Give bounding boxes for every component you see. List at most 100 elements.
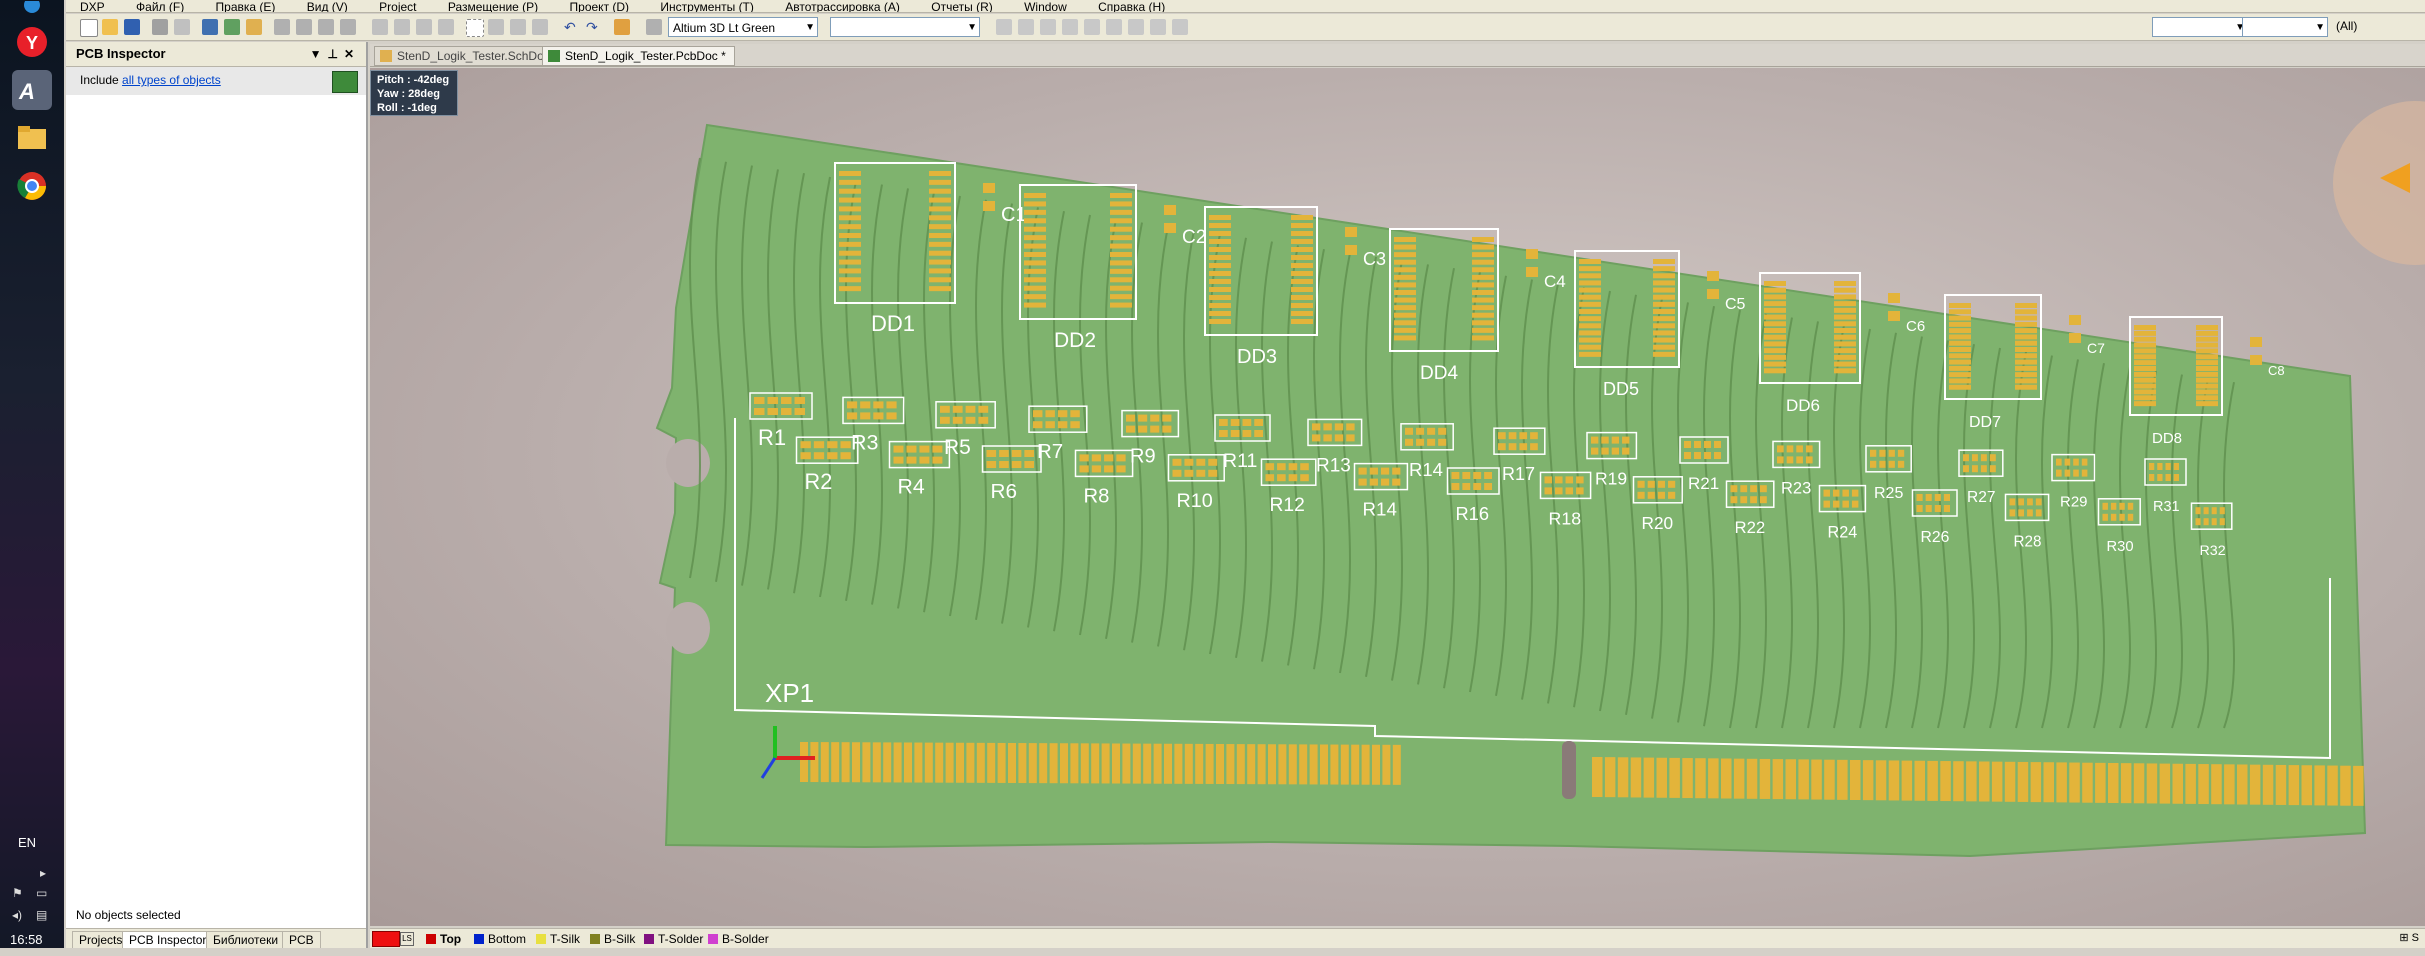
undo-icon[interactable]: ↶ bbox=[564, 19, 576, 35]
menu-item-autoroute[interactable]: Автотрассировка (A) bbox=[785, 0, 900, 13]
menu-item-design[interactable]: Проект (D) bbox=[569, 0, 630, 13]
ic-pad bbox=[1653, 294, 1675, 300]
language-indicator[interactable]: EN bbox=[18, 835, 37, 850]
move-icon[interactable] bbox=[488, 19, 504, 35]
tab-pcb-inspector[interactable]: PCB Inspector bbox=[122, 931, 214, 949]
tab-projects[interactable]: Projects bbox=[72, 931, 130, 949]
resistor-pad bbox=[1219, 419, 1228, 426]
ic-pad bbox=[1949, 347, 1971, 352]
print-preview-icon[interactable] bbox=[174, 19, 190, 35]
arc-icon[interactable] bbox=[1084, 19, 1100, 35]
clear-filter-icon[interactable] bbox=[532, 19, 548, 35]
save-icon[interactable] bbox=[124, 19, 140, 35]
ic-pad bbox=[2015, 359, 2037, 365]
tab-pcbdoc[interactable]: StenD_Logik_Tester.PcbDoc * bbox=[542, 46, 735, 66]
ic-pad bbox=[1949, 315, 1971, 321]
menu-item-project[interactable]: Project bbox=[379, 0, 417, 13]
print-icon[interactable] bbox=[152, 19, 168, 35]
interactive-route-icon[interactable] bbox=[1018, 19, 1034, 35]
include-types-link[interactable]: all types of objects bbox=[122, 73, 221, 87]
via-icon[interactable] bbox=[1062, 19, 1078, 35]
menu-item-edit[interactable]: Правка (E) bbox=[215, 0, 276, 13]
altium-designer-icon[interactable]: A bbox=[12, 70, 52, 110]
resistor-pad bbox=[1740, 496, 1748, 504]
snap-mask-icon[interactable]: ⊞ S bbox=[2399, 932, 2419, 944]
zoom-area-icon[interactable] bbox=[296, 19, 312, 35]
menu-item-dxp[interactable]: DXP bbox=[80, 0, 105, 13]
redo-icon[interactable]: ↷ bbox=[586, 19, 598, 35]
layer-filter-select[interactable]: ▼ bbox=[2152, 17, 2248, 37]
array-icon[interactable] bbox=[1172, 19, 1188, 35]
tab-schdoc[interactable]: StenD_Logik_Tester.SchDoc bbox=[374, 46, 559, 66]
menu-item-help[interactable]: Справка (H) bbox=[1098, 0, 1166, 13]
layer-tab-top[interactable]: Top bbox=[424, 931, 461, 947]
ic-pad bbox=[1834, 328, 1856, 333]
rubber-stamp-icon[interactable] bbox=[438, 19, 454, 35]
resistor-pad bbox=[1162, 414, 1172, 422]
pcb-board-render[interactable]: DD1C1DD2C2DD3C3DD4C4DD5C5DD6C6DD7C7DD8C8… bbox=[370, 68, 2425, 926]
paste-icon[interactable] bbox=[416, 19, 432, 35]
board-icon[interactable] bbox=[224, 19, 240, 35]
view-configuration-select[interactable]: Altium 3D Lt Green▼ bbox=[668, 17, 818, 37]
object-filter-label[interactable]: (All) bbox=[2336, 19, 2358, 33]
zoom-filtered-icon[interactable] bbox=[340, 19, 356, 35]
view-orb-icon[interactable] bbox=[2333, 101, 2425, 265]
fill-icon[interactable] bbox=[1106, 19, 1122, 35]
net-select[interactable]: ▼ bbox=[830, 17, 980, 37]
close-icon[interactable]: ✕ bbox=[343, 47, 360, 61]
notification-icon[interactable]: ▤ bbox=[36, 908, 48, 922]
menu-item-place[interactable]: Размещение (P) bbox=[447, 0, 539, 13]
menu-item-view[interactable]: Вид (V) bbox=[306, 0, 348, 13]
menu-item-file[interactable]: Файл (F) bbox=[136, 0, 185, 13]
tab-libraries[interactable]: Библиотеки bbox=[206, 931, 286, 949]
browse-icon[interactable] bbox=[246, 19, 262, 35]
ic-pad bbox=[1764, 348, 1786, 354]
resistor-outline bbox=[1260, 458, 1317, 486]
cross-probe-icon[interactable] bbox=[614, 19, 630, 35]
file-explorer-icon[interactable] bbox=[12, 118, 52, 158]
menu-item-reports[interactable]: Отчеты (R) bbox=[931, 0, 993, 13]
copy-icon[interactable] bbox=[394, 19, 410, 35]
text-icon[interactable] bbox=[1150, 19, 1166, 35]
view-config-icon[interactable] bbox=[646, 19, 662, 35]
tab-pcb[interactable]: PCB bbox=[282, 931, 321, 949]
desktop-icon[interactable]: ▭ bbox=[36, 886, 48, 900]
deselect-icon[interactable] bbox=[510, 19, 526, 35]
volume-icon[interactable]: ◂) bbox=[12, 908, 23, 922]
app-icon-top[interactable] bbox=[12, 0, 52, 16]
layer-tab-bsolder[interactable]: B-Solder bbox=[706, 931, 769, 947]
layers-icon[interactable] bbox=[202, 19, 218, 35]
ic-pad bbox=[2196, 360, 2218, 366]
current-layer-swatch[interactable] bbox=[372, 931, 400, 947]
resistor-pad bbox=[965, 416, 976, 424]
layer-tab-bsilk[interactable]: B-Silk bbox=[588, 931, 635, 947]
cut-icon[interactable] bbox=[372, 19, 388, 35]
ic-pad bbox=[1653, 344, 1675, 350]
layer-set-icon[interactable]: LS bbox=[400, 932, 414, 946]
open-folder-icon[interactable] bbox=[102, 19, 118, 35]
polygon-icon[interactable] bbox=[1128, 19, 1144, 35]
route-icon[interactable] bbox=[996, 19, 1012, 35]
panel-menu-icon[interactable]: ▼ bbox=[309, 47, 328, 61]
pcb-trace bbox=[845, 180, 857, 601]
new-file-icon[interactable] bbox=[80, 19, 98, 37]
orbit-arrow-icon[interactable] bbox=[2380, 163, 2410, 193]
tray-expand-icon[interactable]: ▸ bbox=[40, 866, 47, 880]
select-area-icon[interactable] bbox=[466, 19, 484, 37]
chrome-icon[interactable] bbox=[12, 166, 52, 206]
layer-tab-tsilk[interactable]: T-Silk bbox=[534, 931, 580, 947]
pin-icon[interactable]: ⊥ bbox=[327, 47, 344, 61]
class-filter-select[interactable]: ▼ bbox=[2242, 17, 2328, 37]
zoom-fit-icon[interactable] bbox=[274, 19, 290, 35]
connector-finger bbox=[914, 742, 923, 783]
layer-tab-bottom[interactable]: Bottom bbox=[472, 931, 526, 947]
menu-item-window[interactable]: Window bbox=[1024, 0, 1067, 13]
menu-item-tools[interactable]: Инструменты (T) bbox=[660, 0, 754, 13]
diff-pair-icon[interactable] bbox=[1040, 19, 1056, 35]
yandex-browser-icon[interactable]: Y bbox=[12, 22, 52, 62]
system-clock[interactable]: 16:58 bbox=[10, 932, 43, 947]
layer-tab-tsolder[interactable]: T-Solder bbox=[642, 931, 703, 947]
zoom-selected-icon[interactable] bbox=[318, 19, 334, 35]
network-icon[interactable]: ⚑ bbox=[12, 886, 23, 900]
